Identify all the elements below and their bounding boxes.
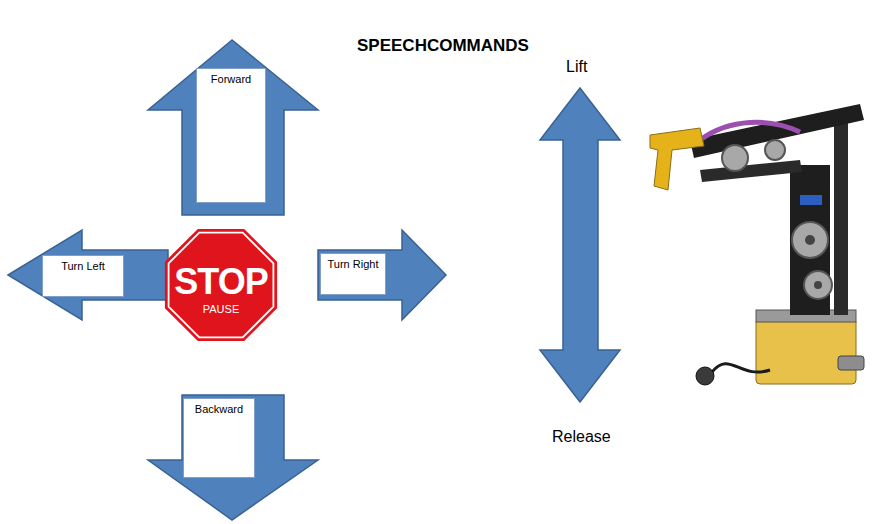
command-label: Forward [202,73,260,86]
forward-arrow [148,40,318,215]
robot-arm [650,104,864,385]
command-box: Backward [183,398,255,478]
command-box: Turn Right [320,253,386,295]
pause-word: PAUSE [203,304,239,315]
command-box: Turn Left [42,255,124,297]
left-arrow [8,230,168,320]
stop-word: STOP [174,264,267,300]
diagram-title: SPEECHCOMMANDS [357,36,529,56]
backward-arrow [148,395,318,520]
command-label: Turn Left [48,260,118,273]
lift-release-arrow [540,88,620,402]
command-label: Backward [189,403,249,416]
lift-label: Lift [566,58,587,76]
command-label: Turn Right [326,258,380,271]
command-box: Forward [196,68,266,203]
stop-sign: STOP PAUSE [164,228,278,342]
right-arrow [318,230,446,320]
release-label: Release [552,428,611,446]
